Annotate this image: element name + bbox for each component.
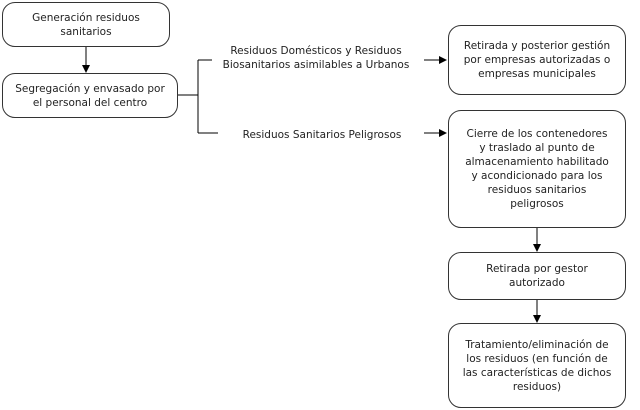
node-cierre-contenedores: Cierre de los contenedores y traslado al… <box>448 110 626 228</box>
node-segregacion-text: Segregación y envasado por el personal d… <box>15 82 165 109</box>
node-tratamiento-eliminacion: Tratamiento/eliminación de los residuos … <box>448 323 626 408</box>
node-tratamiento-text: Tratamiento/eliminación de los residuos … <box>462 338 612 393</box>
node-generacion-residuos: Generación residuos sanitarios <box>2 2 170 47</box>
node-cierre-text: Cierre de los contenedores y traslado al… <box>465 128 609 210</box>
node-retirada-posterior-text: Retirada y posterior gestión por empresa… <box>463 40 611 80</box>
node-generacion-text: Generación residuos sanitarios <box>32 11 140 38</box>
node-retirada-posterior-gestion: Retirada y posterior gestión por empresa… <box>448 25 626 95</box>
edge-label-residuos-peligrosos: Residuos Sanitarios Peligrosos <box>242 129 402 141</box>
node-segregacion-envasado: Segregación y envasado por el personal d… <box>2 73 178 118</box>
node-retirada-gestor-text: Retirada por gestor autorizado <box>486 263 588 289</box>
node-retirada-gestor: Retirada por gestor autorizado <box>448 252 626 300</box>
edge-label-residuos-domesticos: Residuos Domésticos y Residuos Biosanita… <box>222 45 410 71</box>
